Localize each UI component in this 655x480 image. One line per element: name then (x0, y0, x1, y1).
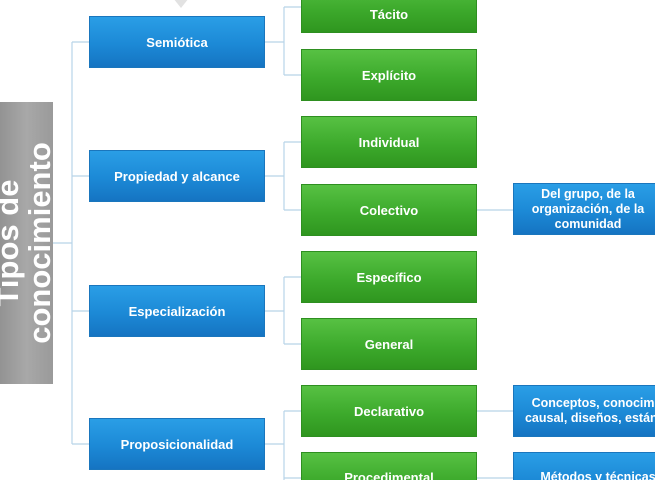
sub-individual: Individual (301, 116, 477, 168)
category-semiotica: Semiótica (89, 16, 265, 68)
sub-declarativo: Declarativo (301, 385, 477, 437)
root-title: Tipos de conocimiento (0, 142, 53, 344)
sub-especifico: Específico (301, 251, 477, 303)
sub-explicito: Explícito (301, 49, 477, 101)
root-title-line2: conocimiento (21, 142, 54, 344)
down-arrow-icon (173, 0, 189, 8)
root-node: Tipos de conocimiento (0, 102, 53, 384)
detail-declarativo: Conceptos, conocimiento causal, diseños,… (513, 385, 655, 437)
detail-line: causal, diseños, estándares (524, 411, 655, 425)
category-especializacion: Especialización (89, 285, 265, 337)
sub-label: Colectivo (359, 202, 419, 218)
sub-procedimental: Procedimental (301, 452, 477, 480)
sub-label: Procedimental (344, 470, 434, 480)
detail-line: comunidad (554, 216, 622, 231)
detail-line: organización, de la (531, 201, 645, 216)
sub-colectivo: Colectivo (301, 184, 477, 236)
detail-line: Del grupo, de la (541, 186, 635, 201)
category-propiedad-alcance: Propiedad y alcance (89, 150, 265, 202)
sub-label: Individual (358, 134, 420, 150)
sub-label: Tácito (369, 6, 409, 22)
category-proposicionalidad: Proposicionalidad (89, 418, 265, 470)
sub-general: General (301, 318, 477, 370)
category-label: Especialización (128, 303, 226, 319)
detail-procedimental: Métodos y técnicas (513, 452, 655, 480)
detail-line: Conceptos, conocimiento (531, 396, 655, 410)
detail-line: Métodos y técnicas (540, 470, 655, 480)
category-label: Semiótica (146, 34, 208, 50)
sub-label: General (364, 336, 414, 352)
sub-tacito: Tácito (301, 0, 477, 33)
sub-label: Específico (356, 269, 422, 285)
category-label: Proposicionalidad (120, 436, 234, 452)
sub-label: Explícito (361, 67, 417, 83)
category-label: Propiedad y alcance (114, 168, 240, 184)
detail-colectivo: Del grupo, de la organización, de la com… (513, 183, 655, 235)
sub-label: Declarativo (353, 403, 425, 419)
root-title-line1: Tipos de (0, 179, 25, 307)
